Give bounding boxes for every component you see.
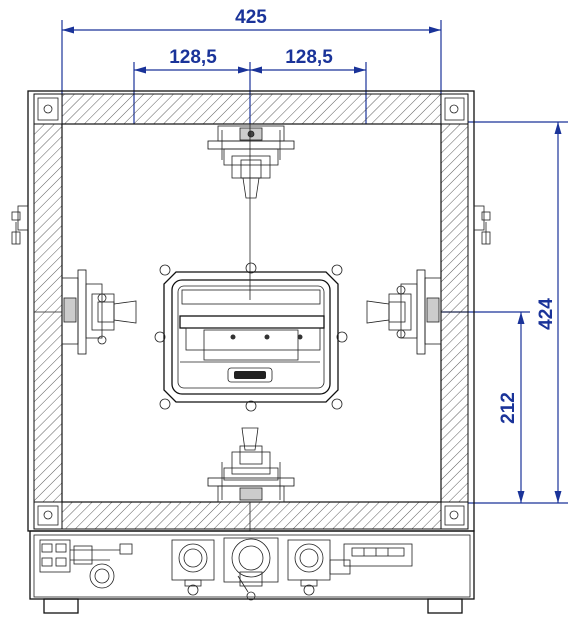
right-mount [366,269,442,355]
bottom-mount [207,427,295,503]
central-device [154,262,348,412]
dim-label-right-offset: 128,5 [285,47,333,68]
right-latch [473,205,491,245]
left-mount [61,269,137,355]
base-compartment [29,530,475,614]
dim-label-left-offset: 128,5 [169,47,217,68]
left-latch [11,205,29,245]
dim-label-overall-height: 424 [536,298,557,330]
enclosure-frame [27,90,475,532]
top-mount [207,125,295,199]
dim-label-overall-width: 425 [235,7,267,28]
dim-label-half-height: 212 [498,392,519,424]
